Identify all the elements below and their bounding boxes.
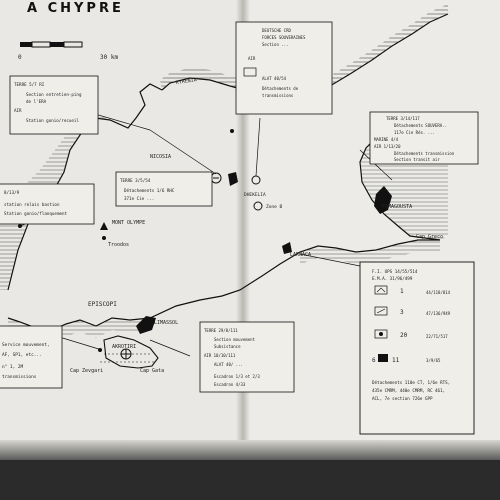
svg-text:Section transit air: Section transit air	[394, 157, 440, 162]
box-nw: TERRE 5/7 RI Section entretien-ping de l…	[9, 75, 99, 135]
box-top: DEUTSCHE CRD FORCES SOUVERAINES Section …	[235, 21, 333, 115]
radio-icon	[374, 329, 388, 339]
svg-text:Détachements de: Détachements de	[262, 86, 299, 91]
svg-text:117e Cie Rés. ...: 117e Cie Rés. ...	[394, 130, 435, 135]
label-dhekelia: DHEKELIA	[244, 192, 266, 198]
svg-text:TERRE 29/8/111: TERRE 29/8/111	[204, 328, 238, 333]
label-limassol: LIMASSOL	[154, 320, 178, 326]
svg-text:ACL, 7e section 726e GPP: ACL, 7e section 726e GPP	[372, 396, 433, 401]
svg-text:Section entretien-ping: Section entretien-ping	[26, 92, 82, 97]
leader-lines	[19, 111, 393, 357]
svg-text:Escadron 4/33: Escadron 4/33	[214, 382, 246, 387]
label-cap-greco: Cap Greco	[416, 234, 443, 240]
svg-text:47/136/949: 47/136/949	[426, 311, 451, 316]
svg-text:Détachements transmission: Détachements transmission	[394, 151, 455, 156]
svg-text:DEUTSCHE CRD: DEUTSCHE CRD	[262, 28, 291, 33]
label-cap-zevgari: Cap Zevgari	[70, 368, 103, 374]
tent-icon	[374, 285, 388, 295]
signal-icon	[378, 354, 388, 362]
svg-text:transmissions: transmissions	[2, 374, 37, 380]
label-akrotiri: AKROTIRI	[112, 344, 136, 350]
svg-text:station relais bastion: station relais bastion	[4, 202, 60, 207]
svg-text:11: 11	[392, 357, 400, 364]
label-episcopi: EPISCOPI	[88, 301, 117, 308]
map-title: A CHYPRE	[27, 1, 124, 16]
svg-text:AF, SP1, etc...: AF, SP1, etc...	[2, 352, 42, 358]
svg-text:Détachements SOUVERA..: Détachements SOUVERA..	[394, 123, 447, 128]
legend-header-1: F.I. UPS 14/55/514	[372, 269, 418, 274]
svg-text:8/13/9: 8/13/9	[4, 190, 20, 195]
svg-text:ALAT 40/54: ALAT 40/54	[262, 76, 287, 81]
svg-text:AIR: AIR	[14, 108, 22, 113]
svg-text:435e CMRM, 440e CMRM, RC 461,: 435e CMRM, 440e CMRM, RC 461,	[372, 388, 445, 393]
svg-text:Service mouvement,: Service mouvement,	[2, 342, 50, 348]
label-nicosia: NICOSIA	[150, 154, 171, 160]
svg-text:Section mouvement: Section mouvement	[214, 337, 256, 342]
label-larnaca: LARNACA	[290, 252, 311, 258]
svg-text:MARINE 4/4: MARINE 4/4	[374, 137, 399, 142]
svg-text:AIR 10/10/111: AIR 10/10/111	[204, 353, 236, 358]
svg-text:3: 3	[400, 309, 404, 316]
svg-text:Station gonio/recueil: Station gonio/recueil	[26, 118, 79, 123]
svg-text:TERRE 3/5/54: TERRE 3/5/54	[120, 178, 151, 183]
label-troodos: Troodos	[108, 242, 129, 248]
scale-bar: 0 30 km	[18, 41, 118, 61]
svg-text:Section ...: Section ...	[262, 42, 289, 47]
svg-text:FORCES SOUVERAINES: FORCES SOUVERAINES	[262, 35, 306, 40]
box-w: 8/13/9 station relais bastion Station go…	[0, 183, 95, 225]
svg-text:Détachements 110e CT, 1/6e RTS: Détachements 110e CT, 1/6e RTS,	[372, 380, 450, 385]
label-zone-b: Zone B	[266, 204, 283, 210]
label-kyrenia: KYRENIA	[175, 77, 197, 86]
vehicle-icon	[374, 306, 388, 316]
svg-text:TERRE 3/14/117: TERRE 3/14/117	[386, 116, 420, 121]
svg-text:20: 20	[400, 332, 408, 339]
page-edge	[0, 440, 500, 460]
box-center: TERRE 3/5/54 Détachements 1/6 RHC 371e C…	[115, 171, 213, 207]
svg-text:Escadron 1/3 et 2/3: Escadron 1/3 et 2/3	[214, 374, 260, 379]
svg-text:TERRE 5/7 RI: TERRE 5/7 RI	[14, 82, 45, 87]
svg-text:Station gonio/flanquement: Station gonio/flanquement	[4, 211, 68, 216]
svg-text:3/9/65: 3/9/65	[426, 358, 441, 363]
box-s: TERRE 29/8/111 Section mouvement Subsist…	[199, 321, 295, 393]
svg-text:371e Cie ...: 371e Cie ...	[124, 196, 154, 201]
legend-box: F.I. UPS 14/55/514 E.M.A. 31/96/499 1 44…	[359, 261, 475, 435]
svg-text:ALAT 40/ ...: ALAT 40/ ...	[214, 362, 243, 367]
svg-text:AIR 1/13/20: AIR 1/13/20	[374, 144, 401, 149]
label-mont-olympe: MONT OLYMPE	[112, 220, 145, 226]
svg-text:Subsistance: Subsistance	[214, 344, 241, 349]
svg-text:n° 1, 2M: n° 1, 2M	[2, 364, 24, 370]
label-famagusta: FAMAGOUSTA	[382, 204, 412, 210]
svg-text:transmissions: transmissions	[262, 93, 294, 98]
scale-distance: 30 km	[100, 54, 118, 61]
box-sw: Service mouvement, AF, SP1, etc... n° 1,…	[0, 325, 63, 389]
scale-zero: 0	[18, 54, 22, 61]
legend-header-2: E.M.A. 31/96/499	[372, 276, 413, 281]
label-cap-gata: Cap Gata	[140, 368, 164, 374]
svg-text:44/118/814: 44/118/814	[426, 290, 451, 295]
svg-text:AIR: AIR	[248, 56, 256, 61]
svg-text:6: 6	[372, 357, 376, 364]
svg-text:Détachements 1/6 RHC: Détachements 1/6 RHC	[124, 188, 175, 193]
svg-text:de l'ERA: de l'ERA	[26, 99, 47, 104]
map-symbols	[18, 129, 263, 360]
box-ne: TERRE 3/14/117 Détachements SOUVERA.. 11…	[369, 111, 479, 165]
svg-text:22/71/517: 22/71/517	[426, 334, 448, 339]
sovereign-zones	[136, 172, 392, 334]
svg-text:1: 1	[400, 288, 404, 295]
